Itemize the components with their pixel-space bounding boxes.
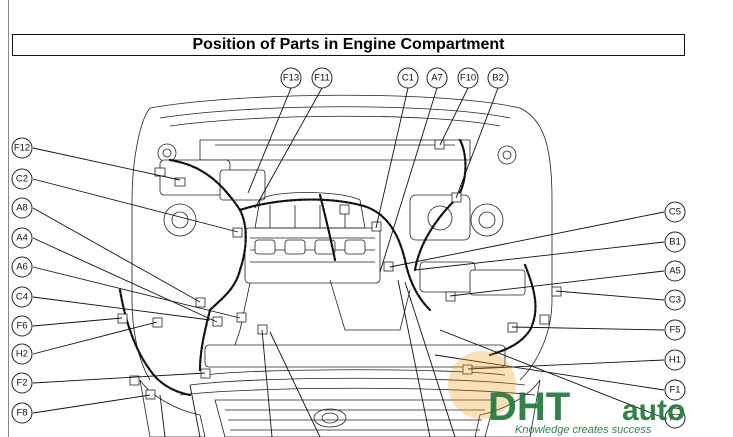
callout-a5: A5 (664, 260, 686, 282)
callout-f8-label: F8 (16, 408, 27, 419)
left-callouts: F12 C2 A8 A4 A6 C4 (11, 137, 33, 424)
callout-a6: A6 (11, 256, 33, 278)
callout-f5: F5 (664, 319, 686, 341)
callout-f6: F6 (11, 315, 33, 337)
callout-f7: F7 (664, 407, 686, 429)
callout-a6-label: A6 (16, 262, 28, 273)
callout-a8: A8 (11, 197, 33, 219)
callout-f1: F1 (664, 379, 686, 401)
callout-f10-label: F10 (460, 73, 476, 84)
callout-c1: C1 (397, 67, 419, 89)
callout-c3: C3 (664, 289, 686, 311)
callout-f13-label: F13 (283, 73, 299, 84)
callout-f12-label: F12 (14, 143, 30, 154)
callout-c3-label: C3 (669, 295, 681, 306)
top-callouts: F13 F11 C1 A7 F10 B2 (280, 67, 509, 89)
callout-h1: H1 (664, 349, 686, 371)
callout-a7-label: A7 (431, 73, 443, 84)
callout-f11: F11 (311, 67, 333, 89)
dhtauto-watermark: DHT auto Knowledge creates success (448, 351, 685, 436)
callout-f2: F2 (11, 372, 33, 394)
callout-f12: F12 (11, 137, 33, 159)
watermark-tagline: Knowledge creates success (515, 424, 652, 436)
callout-f7-label: F7 (669, 413, 680, 424)
watermark-gear-icon (448, 351, 516, 419)
callout-a5-label: A5 (669, 266, 681, 277)
callout-f8: F8 (11, 402, 33, 424)
callout-a7: A7 (426, 67, 448, 89)
callout-c1-label: C1 (402, 73, 414, 84)
callout-b1-label: B1 (669, 237, 681, 248)
callout-a8-label: A8 (16, 203, 28, 214)
right-callouts: C5 B1 A5 C3 F5 H1 (664, 201, 686, 429)
callout-f13: F13 (280, 67, 302, 89)
watermark-brand-suffix: auto (622, 394, 685, 427)
callout-f2-label: F2 (16, 378, 27, 389)
callout-b2: B2 (487, 67, 509, 89)
callout-c5: C5 (664, 201, 686, 223)
callout-f1-label: F1 (669, 385, 680, 396)
callout-c5-label: C5 (669, 207, 681, 218)
callout-h2: H2 (11, 343, 33, 365)
leader-lines (32, 87, 665, 437)
callout-f10: F10 (457, 67, 479, 89)
callout-f5-label: F5 (669, 325, 680, 336)
callout-f11-label: F11 (314, 73, 330, 84)
callout-b2-label: B2 (492, 73, 504, 84)
callout-a4-label: A4 (16, 233, 28, 244)
callout-c2-label: C2 (16, 174, 28, 185)
diagram-title: Position of Parts in Engine Compartment (12, 34, 685, 56)
callout-h1-label: H1 (669, 355, 681, 366)
watermark-brand-main: DHT (488, 385, 570, 429)
page-edge-line (8, 0, 9, 437)
engine-compartment-drawing (117, 94, 562, 437)
callout-b1: B1 (664, 231, 686, 253)
callout-c4: C4 (11, 286, 33, 308)
callout-h2-label: H2 (16, 349, 28, 360)
callout-c2: C2 (11, 168, 33, 190)
callout-f6-label: F6 (16, 321, 27, 332)
callout-a4: A4 (11, 227, 33, 249)
callout-c4-label: C4 (16, 292, 28, 303)
